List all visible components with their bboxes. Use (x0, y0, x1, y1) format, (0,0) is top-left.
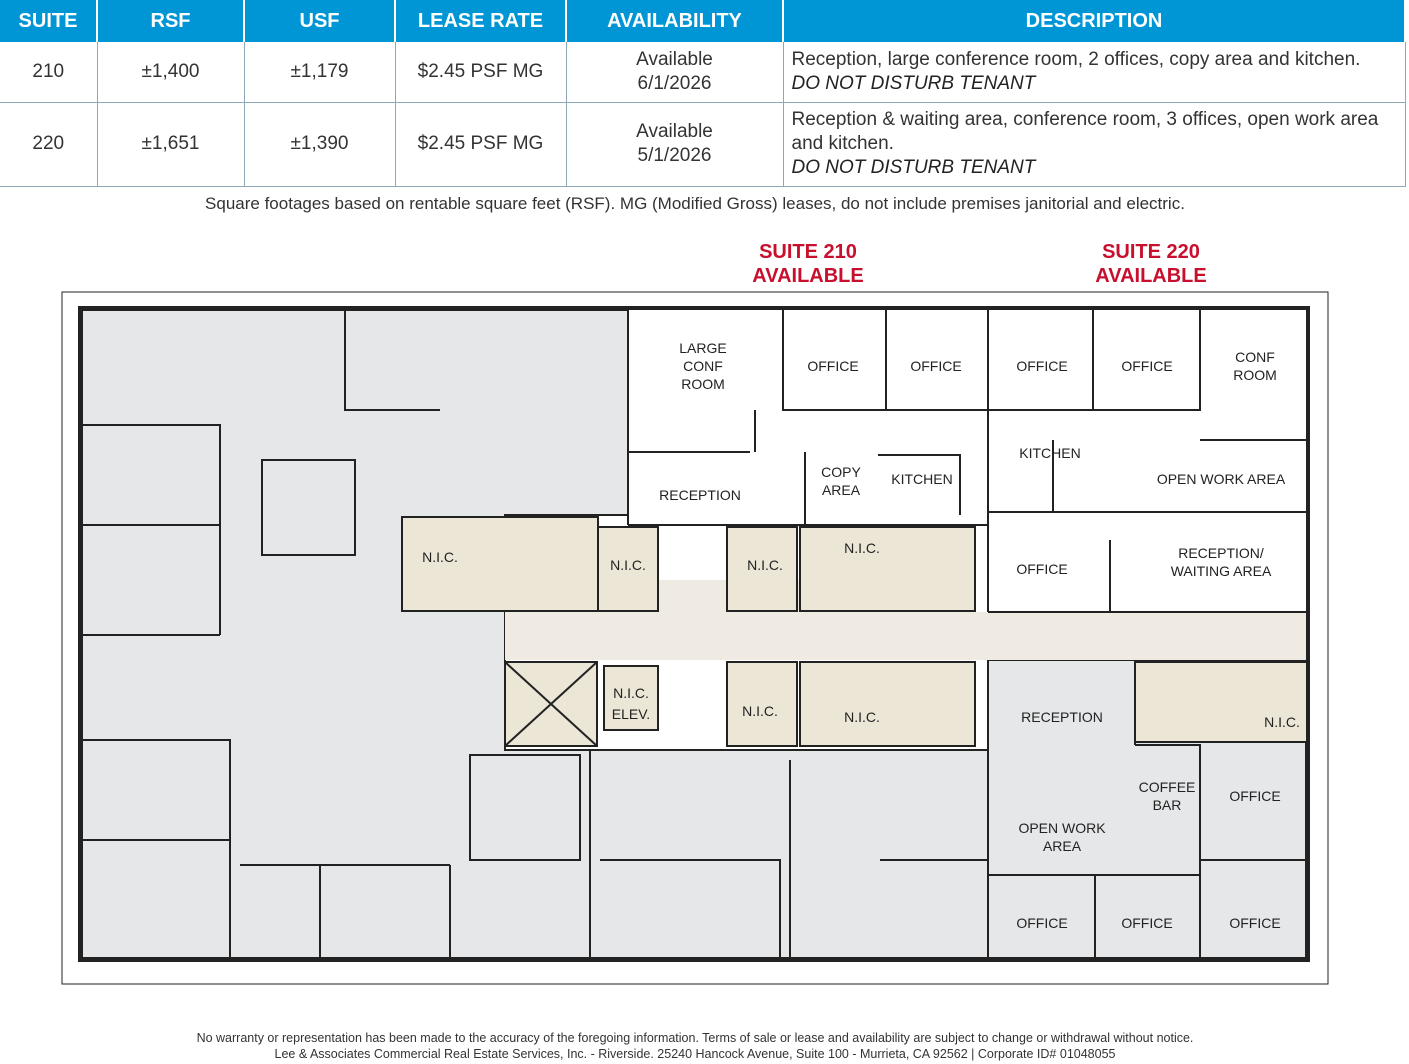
wall (799, 661, 976, 747)
room-office: OFFICE (807, 358, 858, 374)
wall (799, 526, 976, 612)
nic-label: N.I.C. (613, 685, 649, 701)
nic-stair-west (401, 516, 599, 612)
room-office: OFFICE (1229, 788, 1280, 804)
nic-label: N.I.C. (1264, 714, 1300, 730)
elevator-label: ELEV. (612, 706, 650, 722)
availability-status: Available (636, 48, 713, 70)
table-header-row: SUITE RSF USF LEASE RATE AVAILABILITY DE… (0, 0, 1406, 42)
room-labels: LARGE CONF ROOM OFFICE OFFICE OFFICE OFF… (422, 340, 1300, 931)
nic-label: N.I.C. (422, 549, 458, 565)
room-copy-area: COPY (821, 464, 861, 480)
nic-stair-east (1134, 661, 1308, 743)
availability-cell: Available 5/1/2026 (566, 102, 784, 187)
header-availability: AVAILABILITY (566, 0, 784, 42)
header-usf: USF (244, 0, 396, 42)
wall (726, 661, 798, 747)
room-label: BAR (1153, 797, 1182, 813)
usf-cell: ±1,390 (244, 102, 396, 187)
wall (603, 665, 659, 731)
suite-cell: 220 (0, 102, 98, 187)
availability-status: Available (636, 121, 713, 142)
wall (988, 660, 1306, 958)
room-label: CONF (683, 358, 723, 374)
wall (504, 661, 598, 747)
room-reception: RECEPTION (1021, 709, 1103, 725)
room-reception-waiting: RECEPTION/ (1178, 545, 1264, 561)
room-open-work-area: OPEN WORK AREA (1157, 471, 1286, 487)
rate-cell: $2.45 PSF MG (395, 42, 567, 103)
room-kitchen: KITCHEN (891, 471, 952, 487)
room-conf: CONF (1235, 349, 1275, 365)
nic-label: N.I.C. (844, 709, 880, 725)
rate-cell: $2.45 PSF MG (395, 102, 567, 187)
room-label: ROOM (681, 376, 725, 392)
description-cell: Reception, large conference room, 2 offi… (783, 42, 1406, 103)
rsf-cell: ±1,400 (97, 42, 245, 103)
wall (627, 310, 989, 612)
wall (600, 760, 988, 958)
availability-table: SUITE RSF USF LEASE RATE AVAILABILITY DE… (0, 0, 1406, 187)
table-row: 210 ±1,400 ±1,179 $2.45 PSF MG Available… (0, 42, 1406, 103)
room-office: OFFICE (910, 358, 961, 374)
room-office: OFFICE (1016, 915, 1067, 931)
company-info: Lee & Associates Commercial Real Estate … (274, 1047, 1116, 1061)
wall (597, 526, 659, 612)
disclaimer: No warranty or representation has been m… (196, 1031, 1194, 1045)
room-label: ROOM (1233, 367, 1277, 383)
header-suite: SUITE (0, 0, 98, 42)
room-label: AREA (1043, 838, 1082, 854)
room-open-work-area: OPEN WORK (1018, 820, 1106, 836)
room-office: OFFICE (1229, 915, 1280, 931)
nic-label: N.I.C. (747, 557, 783, 573)
description-note: DO NOT DISTURB TENANT (791, 72, 1036, 94)
wall (82, 310, 581, 958)
room-reception: RECEPTION (659, 487, 741, 503)
room-large-conf: LARGE (679, 340, 726, 356)
room-office: OFFICE (1121, 358, 1172, 374)
room-office: OFFICE (1016, 358, 1067, 374)
wall (61, 291, 1329, 985)
nic-label: N.I.C. (844, 540, 880, 556)
room-coffee-bar: COFFEE (1139, 779, 1196, 795)
header-description: DESCRIPTION (783, 0, 1406, 42)
usf-cell: ±1,179 (244, 42, 396, 103)
corridor (505, 612, 1306, 660)
description-cell: Reception & waiting area, conference roo… (783, 102, 1406, 187)
room-office: OFFICE (1121, 915, 1172, 931)
description-text: Reception & waiting area, conference roo… (791, 109, 1379, 154)
suite-cell: 210 (0, 42, 98, 103)
nic-label: N.I.C. (610, 557, 646, 573)
nic-label: N.I.C. (742, 703, 778, 719)
room-office: OFFICE (1016, 561, 1067, 577)
wall (726, 526, 798, 612)
building-outline (61, 291, 1329, 985)
room-label: AREA (822, 482, 861, 498)
rsf-cell: ±1,651 (97, 102, 245, 187)
room-label: WAITING AREA (1171, 563, 1272, 579)
header-lease-rate: LEASE RATE (395, 0, 567, 42)
description-note: DO NOT DISTURB TENANT (791, 157, 1036, 178)
footnote: Square footages based on rentable square… (205, 194, 1185, 213)
wall (988, 310, 1306, 613)
room-kitchen: KITCHEN (1019, 445, 1080, 461)
availability-date: 6/1/2026 (637, 72, 712, 94)
description-text: Reception, large conference room, 2 offi… (791, 48, 1361, 70)
table-row: 220 ±1,651 ±1,390 $2.45 PSF MG Available… (0, 102, 1406, 187)
availability-date: 5/1/2026 (637, 145, 712, 166)
header-rsf: RSF (97, 0, 245, 42)
